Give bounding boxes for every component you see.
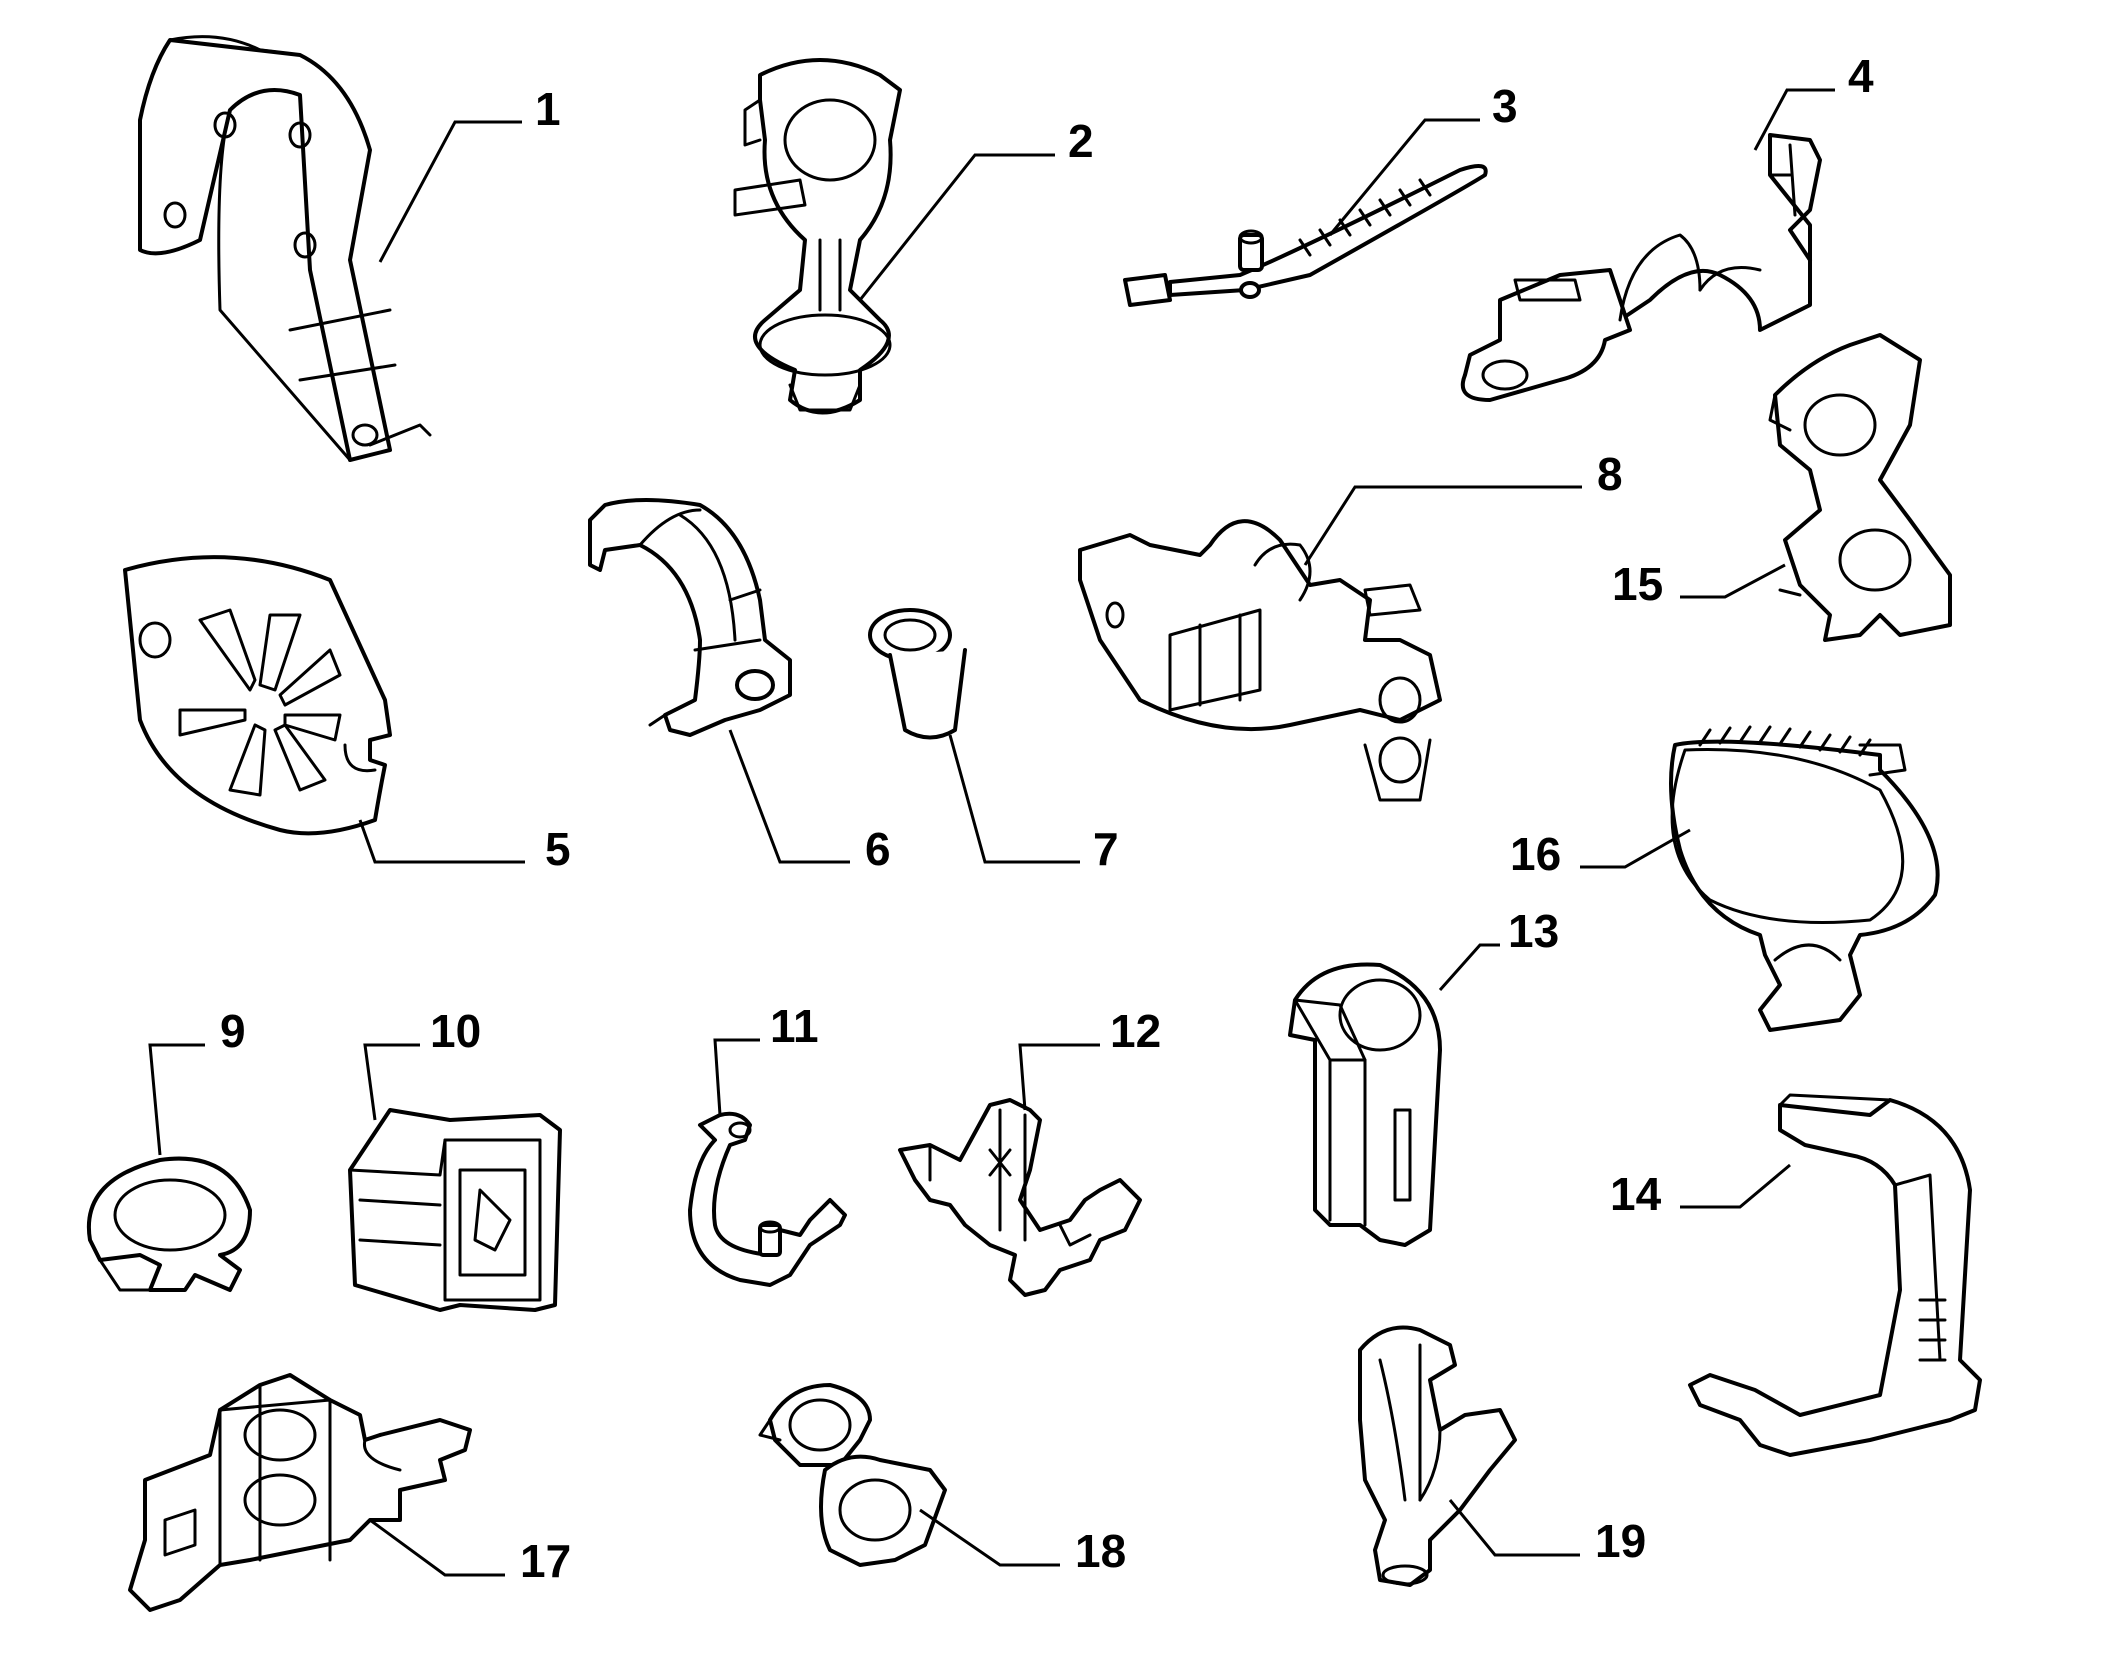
c-bracket-icon [1688,1093,1982,1457]
callout-7: 7 [948,734,1119,875]
callout-16: 16 [1510,828,1691,880]
callout-18: 18 [919,1508,1126,1577]
double-pipe-clip-icon [1768,333,1952,642]
callout-label-18: 18 [1075,1525,1126,1577]
callout-label-13: 13 [1508,905,1559,957]
ring-clip-icon [86,1156,252,1292]
square-frame-clip-icon [348,1108,562,1312]
callout-label-14: 14 [1610,1168,1662,1220]
callout-label-1: 1 [535,83,561,135]
callout-label-15: 15 [1612,558,1663,610]
rail-mount-holder-icon [128,1373,472,1612]
callout-label-8: 8 [1597,448,1623,500]
callout-17: 17 [369,1518,571,1587]
bushing-icon [868,608,967,740]
callout-14: 14 [1610,1163,1791,1220]
twin-ring-clip-icon [758,1383,947,1567]
callout-label-12: 12 [1110,1005,1161,1057]
callout-6: 6 [728,729,891,875]
callout-1: 1 [378,83,561,263]
callout-3: 3 [1328,80,1518,236]
callout-11: 11 [713,1000,819,1116]
callout-label-6: 6 [865,823,891,875]
tall-pipe-holder-icon [1288,962,1442,1247]
wire-clip-icon [688,1111,847,1287]
saddle-bracket-icon [138,35,432,462]
cable-tie-icon [1123,164,1488,307]
callout-5: 5 [358,819,571,875]
multi-hook-clip-icon [898,1098,1142,1297]
callout-label-2: 2 [1068,115,1094,167]
callout-8: 8 [1303,448,1623,566]
push-pin-pipe-clip-icon [733,58,902,415]
callout-label-9: 9 [220,1005,246,1057]
callout-19: 19 [1448,1499,1646,1567]
callout-label-11: 11 [770,1000,819,1052]
loop-strap-clip-icon [1669,725,1940,1032]
callout-label-16: 16 [1510,828,1561,880]
callout-13: 13 [1438,905,1559,991]
callout-10: 10 [363,1005,481,1121]
callout-label-7: 7 [1093,823,1119,875]
callout-label-4: 4 [1848,50,1874,102]
callout-label-3: 3 [1492,80,1518,132]
half-clamp-icon [588,498,792,737]
callout-label-5: 5 [545,823,571,875]
callout-9: 9 [148,1005,246,1156]
multi-clip-holder-icon [1078,519,1442,802]
callout-2: 2 [858,115,1094,301]
callout-12: 12 [1018,1005,1161,1111]
callout-4: 4 [1753,50,1874,151]
screw-mount-clamp-icon [1460,133,1822,402]
callout-label-10: 10 [430,1005,481,1057]
grommet-plate-icon [123,555,392,836]
callout-label-19: 19 [1595,1515,1646,1567]
callout-15: 15 [1612,558,1786,610]
callout-label-17: 17 [520,1535,571,1587]
fork-clip-icon [1358,1325,1517,1587]
